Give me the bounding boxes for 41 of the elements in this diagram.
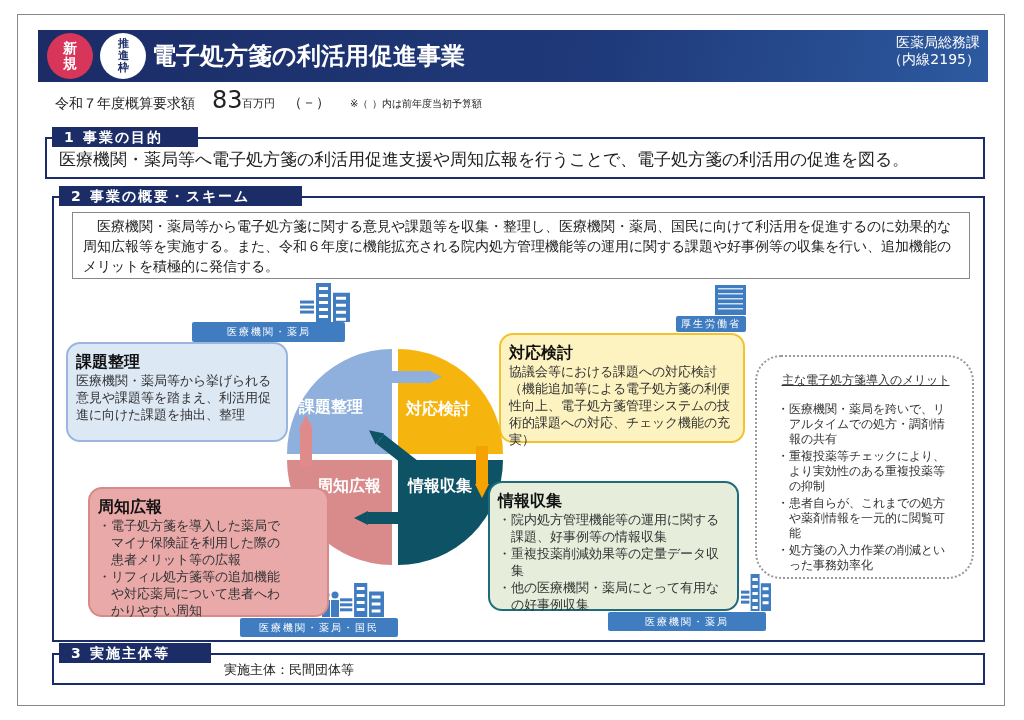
- card-text: ・重複投薬削減効果等の定量データ収集: [498, 545, 720, 579]
- previous-budget: （－）: [288, 94, 330, 112]
- block-arrow: [475, 446, 489, 499]
- budget-amount: 83: [212, 86, 243, 114]
- dotted-card: [755, 355, 974, 579]
- card-text: ・重複投薬等チェックにより、より実効性のある重複投薬等の抑制: [777, 449, 946, 494]
- quadrant-label: 課題整理: [299, 397, 363, 418]
- tag: 医療機関・薬局・国民: [240, 618, 398, 637]
- section-heading: 3 実施主体等: [59, 643, 211, 663]
- department-note: 医薬局総務課（内線2195）: [887, 34, 980, 68]
- card-heading: 主な電子処方箋導入のメリット: [780, 373, 951, 388]
- card-text: ・他の医療機関・薬局にとって有用なの好事例収集: [498, 579, 720, 613]
- title: 電子処方箋の利活用促進事業: [152, 41, 465, 72]
- block-arrow: [392, 370, 443, 385]
- card-heading: 課題整理: [76, 352, 141, 372]
- description-card: [66, 342, 288, 442]
- card-text: ・リフィル処方箋等の追加機能や対応薬局について患者へわかりやすい周知: [98, 568, 281, 619]
- card-text: ・医療機関・薬局を跨いで、リアルタイムでの処方・調剤情報の共有: [777, 402, 946, 447]
- section-text: 実施主体：民間団体等: [224, 661, 354, 679]
- card-text: ・処方箋の入力作業の削減といった事務効率化: [777, 543, 946, 573]
- card-text: ・電子処方箋を導入した薬局でマイナ保険証を利用した際の患者メリット等の広報: [98, 517, 281, 568]
- section-heading: 2 事業の概要・スキーム: [59, 186, 302, 206]
- description-card: [488, 481, 739, 611]
- budget-unit: 百万円: [242, 96, 275, 111]
- card-text: ・院内処方管理機能等の運用に関する課題、好事例等の情報収集: [498, 511, 720, 545]
- section-text: 医療機関・薬局等へ電子処方箋の利活用促進支援や周知広報を行うことで、電子処方箋の利活用の促進を図る。: [59, 148, 909, 171]
- budget-label: 令和７年度概算要求額: [55, 95, 195, 113]
- tag: 医療機関・薬局: [192, 322, 345, 342]
- card-heading: 周知広報: [98, 497, 163, 517]
- block-arrow: [299, 415, 313, 468]
- card-heading: 対応検討: [509, 343, 574, 363]
- quadrant-label: 情報収集: [408, 476, 472, 497]
- description-text: 医療機関・薬局等から電子処方箋に関する意見や課題等を収集・整理し、医療機関・薬局、国民に向けて利活用を促進するのに効果的な周知広報等を実施する。また、令和６年度に機能拡充される院内処方管理機能等の運用に関する課題や好事例等の収集を行い、追加機能のメリットを積極的に発信する。: [83, 217, 952, 276]
- card-heading: 情報収集: [498, 491, 563, 511]
- card-text: 医療機関・薬局等から挙げられる意見や課題等を踏まえ、利活用促進に向けた課題を抽出、整理: [76, 372, 272, 423]
- card-text: ・患者自らが、これまでの処方や薬剤情報を一元的に閲覧可能: [777, 496, 946, 541]
- section-heading: 1 事業の目的: [52, 127, 198, 147]
- budget-note: ※（ ）内は前年度当初予算額: [350, 97, 482, 111]
- quadrant-label: 対応検討: [406, 399, 470, 420]
- tag: 医療機関・薬局: [608, 612, 766, 631]
- tag: 厚生労働省: [676, 316, 746, 332]
